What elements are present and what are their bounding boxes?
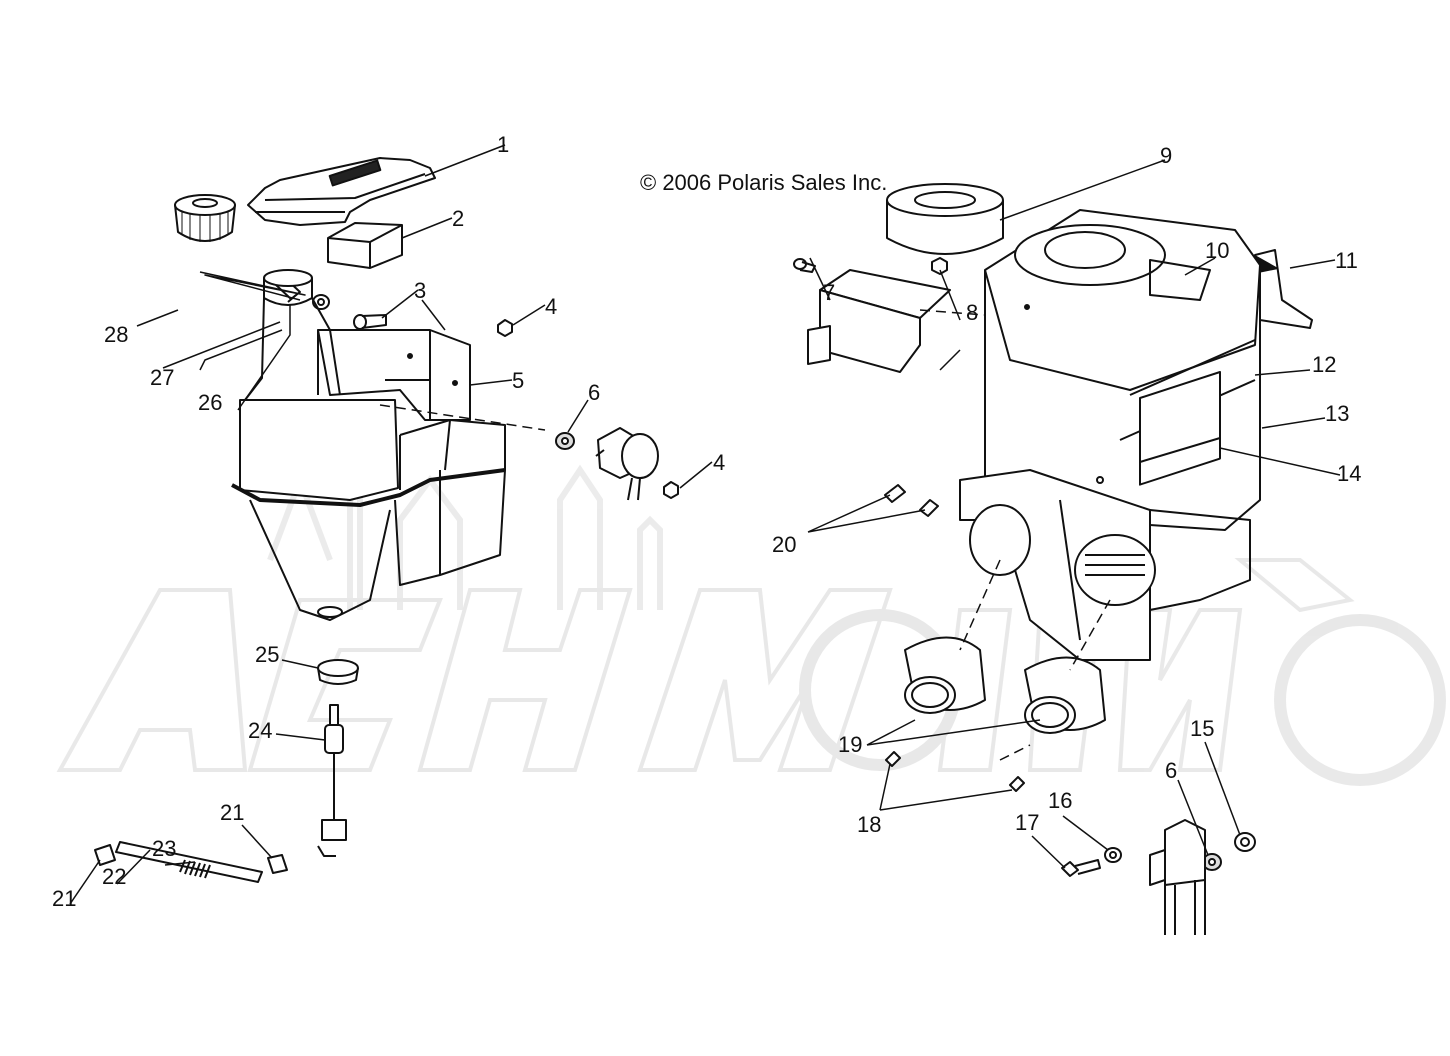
- part-18-screw-b: [1009, 776, 1025, 792]
- callout-8: 8: [966, 300, 978, 325]
- callout-12: 12: [1312, 352, 1336, 377]
- ignition-coil: [1149, 819, 1206, 935]
- part-26-washer: [312, 294, 330, 310]
- part-17-bolt: [1061, 859, 1101, 877]
- callout-11: 11: [1335, 248, 1358, 273]
- callout-13: 13: [1325, 401, 1349, 426]
- callout-15: 15: [1190, 716, 1214, 741]
- callout-6b: 6: [1165, 758, 1177, 783]
- callout-22: 22: [102, 864, 126, 889]
- dashed-guides: [379, 309, 1111, 761]
- callout-4b: 4: [713, 450, 725, 475]
- part-15-grommet: [1234, 832, 1256, 852]
- part-19-boot-a: [904, 636, 986, 714]
- callout-27: 27: [150, 365, 174, 390]
- part-7-screw: [793, 258, 816, 273]
- callout-24: 24: [248, 718, 272, 743]
- callout-4a: 4: [545, 294, 557, 319]
- callout-18: 18: [857, 812, 881, 837]
- part-21-clamp-b: [267, 854, 288, 874]
- part-4-nut-b: [663, 481, 679, 499]
- callout-17: 17: [1015, 810, 1039, 835]
- part-20-screw-a: [884, 484, 906, 503]
- callout-28: 28: [104, 322, 128, 347]
- callout-6a: 6: [588, 380, 600, 405]
- callout-3: 3: [414, 278, 426, 303]
- callout-21a: 21: [52, 886, 76, 911]
- part-20-screw-b: [919, 499, 939, 517]
- part-5-oil-tank: [231, 269, 506, 621]
- callout-5: 5: [512, 368, 524, 393]
- callout-26: 26: [198, 390, 222, 415]
- part-16-washer: [1104, 847, 1122, 863]
- part-9-foam-ring: [886, 183, 1004, 255]
- part-8-nut: [931, 257, 948, 275]
- callout-25: 25: [255, 642, 279, 667]
- part-19-boot-b: [1024, 656, 1106, 734]
- callouts: 1 2 3 4 5 6 4 26 27 28 7 8 9 10 11 12 13…: [52, 132, 1361, 911]
- callout-10: 10: [1205, 238, 1229, 263]
- part-25-grommet: [317, 659, 359, 685]
- callout-20: 20: [772, 532, 796, 557]
- part-23-spring: [179, 859, 211, 879]
- part-1-cover: [247, 157, 436, 226]
- callout-16: 16: [1048, 788, 1072, 813]
- callout-2: 2: [452, 206, 464, 231]
- part-4-nut-a: [497, 319, 513, 337]
- callout-1: 1: [497, 132, 509, 157]
- callout-21b: 21: [220, 800, 244, 825]
- callout-19: 19: [838, 732, 862, 757]
- leader-lines: [69, 144, 1341, 905]
- callout-14: 14: [1337, 461, 1361, 486]
- part-2-block: [327, 222, 403, 269]
- part-6-grommet-a: [555, 432, 575, 450]
- relay-part: [595, 427, 659, 501]
- callout-9: 9: [1160, 143, 1172, 168]
- airbox-assembly: [959, 209, 1261, 661]
- callout-7: 7: [823, 280, 835, 305]
- part-24-sensor: [317, 704, 347, 857]
- part-3-screw: [353, 314, 387, 330]
- copyright-notice: © 2006 Polaris Sales Inc.: [640, 170, 888, 195]
- part-28-cap: [174, 194, 236, 242]
- cdi-module: [807, 269, 951, 373]
- part-11-clip: [1254, 249, 1313, 329]
- callout-23: 23: [152, 836, 176, 861]
